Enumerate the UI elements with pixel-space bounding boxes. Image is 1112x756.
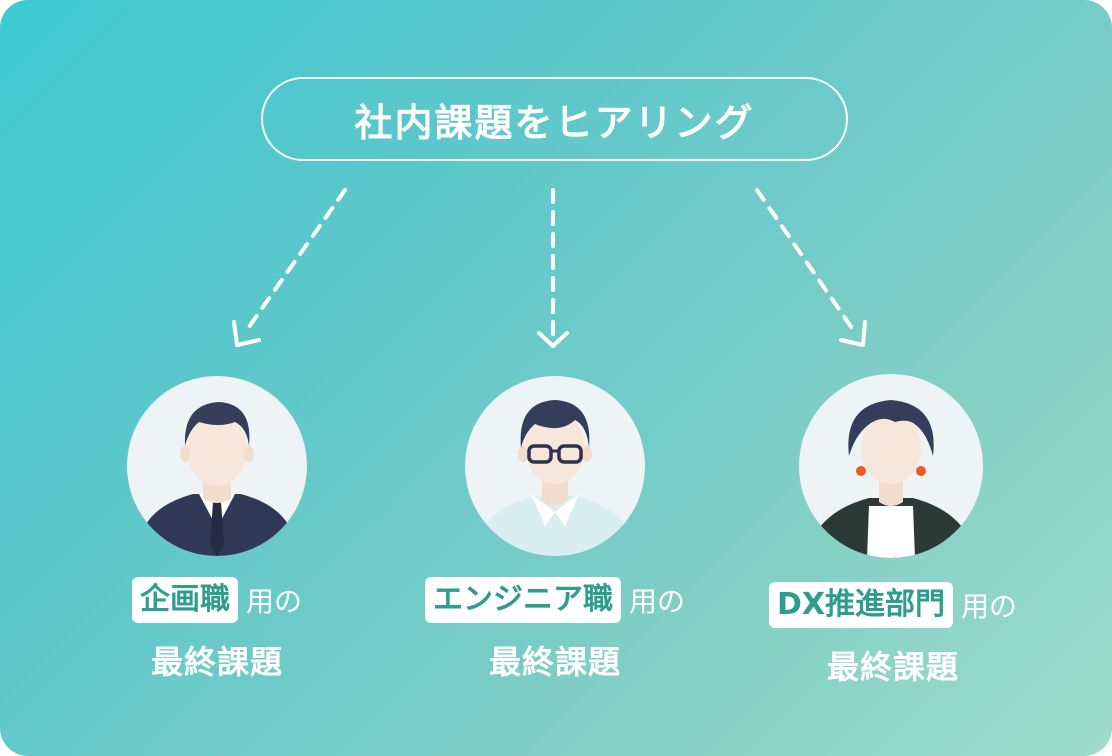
arrow-center-head bbox=[537, 331, 569, 348]
role-subtitle-engineer: 最終課題 bbox=[488, 643, 621, 681]
arrow-right-head bbox=[839, 320, 867, 347]
arrow-left-head bbox=[232, 320, 261, 347]
role-suffix-dx: 用の bbox=[961, 590, 1018, 623]
role-caption-engineer: エンジニア職 用の 最終課題 bbox=[375, 577, 735, 683]
role-tag-engineer: エンジニア職 bbox=[424, 577, 621, 623]
role-caption-planning: 企画職 用の 最終課題 bbox=[77, 577, 357, 683]
arrow-right-line bbox=[755, 188, 858, 336]
role-subtitle-dx: 最終課題 bbox=[826, 648, 959, 686]
role-suffix-engineer: 用の bbox=[628, 585, 685, 618]
hearing-title: 社内課題をヒアリング bbox=[354, 100, 755, 145]
role-subtitle-planning: 最終課題 bbox=[150, 643, 283, 681]
role-tag-dx: DX推進部門 bbox=[768, 582, 954, 628]
businessman-avatar-icon bbox=[127, 376, 307, 556]
engineer-avatar-icon bbox=[465, 376, 645, 556]
arrow-left-line bbox=[242, 188, 347, 336]
role-tag-planning: 企画職 bbox=[131, 577, 238, 623]
role-suffix-planning: 用の bbox=[245, 585, 302, 618]
role-caption-dx: DX推進部門 用の 最終課題 bbox=[728, 582, 1058, 688]
woman-avatar-icon bbox=[799, 374, 983, 558]
hearing-title-pill: 社内課題をヒアリング bbox=[261, 77, 848, 161]
